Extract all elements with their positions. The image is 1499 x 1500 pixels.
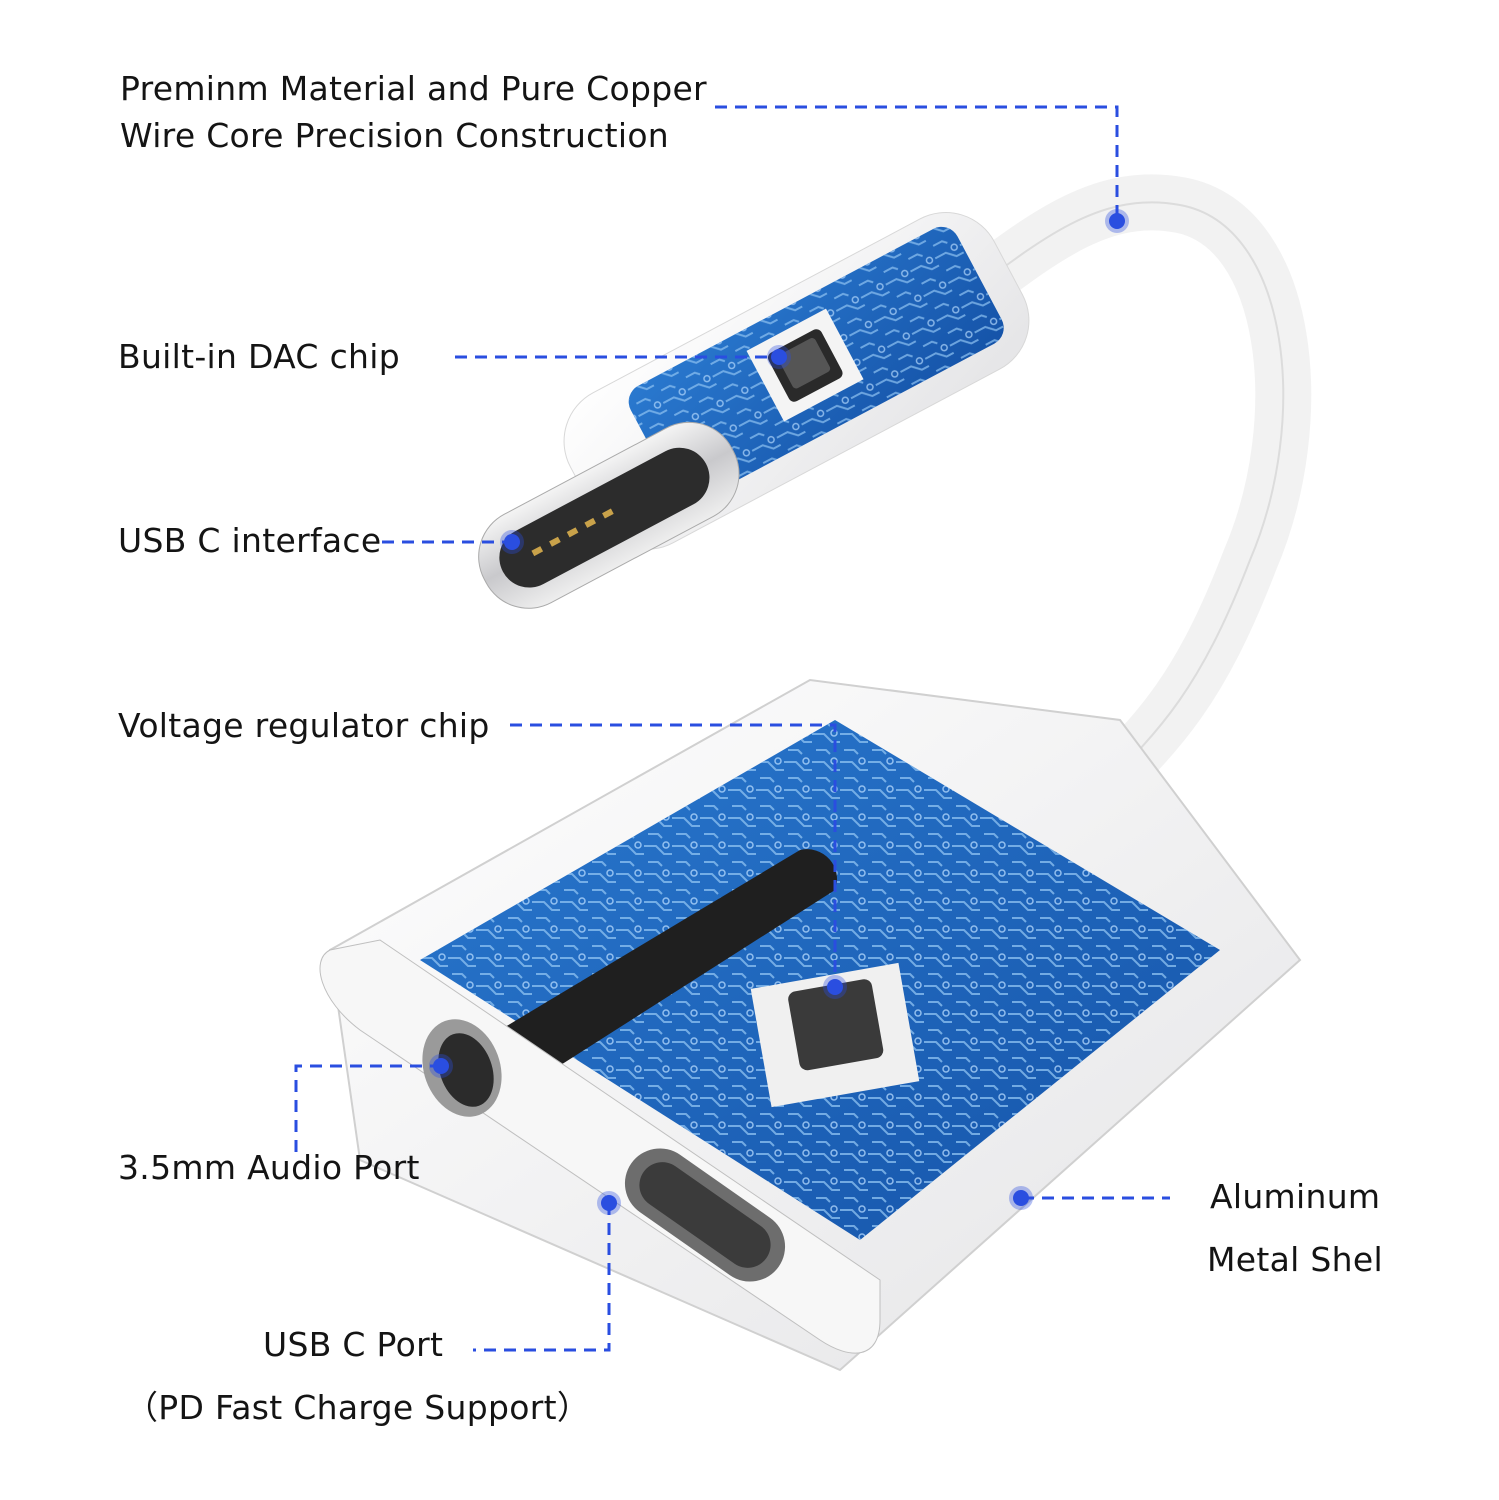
callout-dac-chip: Built-in DAC chip [118,337,400,376]
adapter-body [319,678,1302,1372]
callout-audio-port: 3.5mm Audio Port [118,1148,420,1187]
callout-shell-line2: Metal Shel [1207,1240,1383,1279]
usbc-plug-tip [478,421,740,609]
usbc-plug-housing [563,212,1030,550]
callout-usbc-port-note: （PD Fast Charge Support） [125,1388,591,1427]
callout-lines [294,105,1170,1352]
callout-usbc-port: USB C Port [263,1325,444,1364]
callout-cable-line2: Wire Core Precision Construction [120,116,670,155]
callout-dots [429,209,1129,1215]
callout-shell-line1: Aluminum [1210,1177,1381,1216]
callout-voltage-regulator: Voltage regulator chip [118,706,490,745]
callout-usbc-interface: USB C interface [118,521,382,560]
callout-cable-line1: Preminm Material and Pure Copper [120,69,707,108]
